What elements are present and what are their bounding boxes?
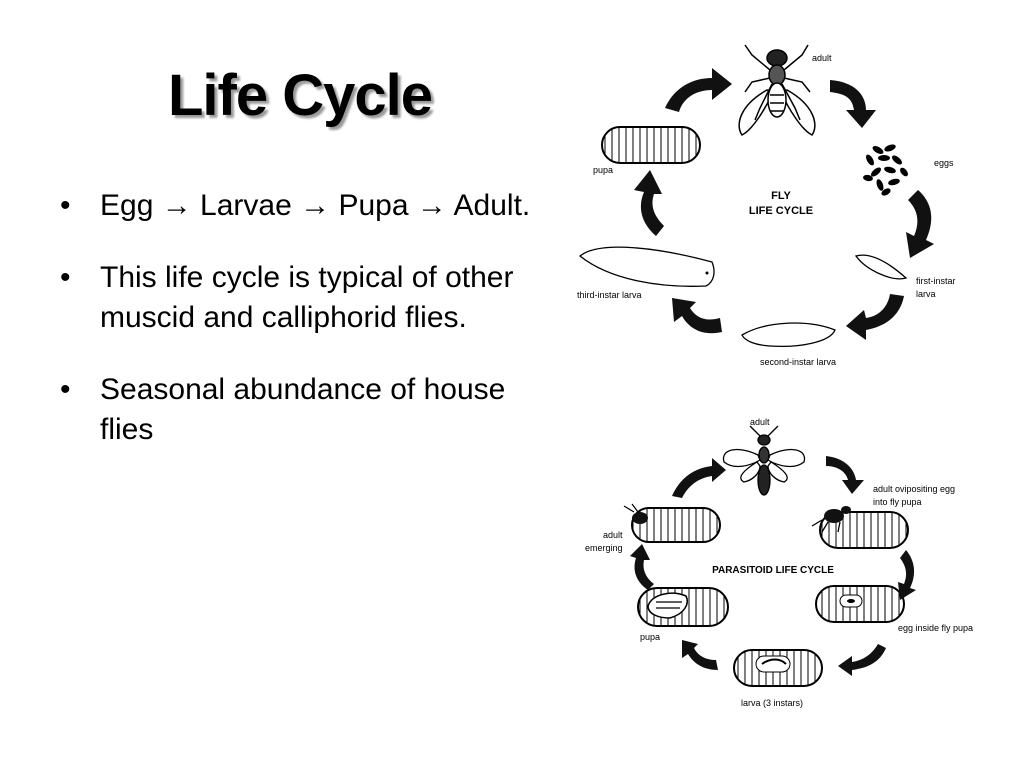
fly-cycle-title: FLY — [771, 190, 791, 202]
fly-label-eggs: eggs — [934, 158, 954, 168]
fly-label-second-instar: second-instar larva — [760, 357, 836, 367]
bullet-text: This life cycle is typical of other musc… — [100, 261, 514, 334]
arrow-icon — [682, 640, 718, 670]
slide-title: Life Cycle — [168, 63, 433, 128]
fly-label-first-instar: first-instar — [916, 276, 956, 286]
arrow-icon — [826, 456, 864, 494]
arrow-icon — [846, 294, 904, 340]
parasitoid-pupa-illustration — [637, 587, 729, 627]
adult-emerging-illustration — [623, 503, 721, 543]
parasitoid-label-pupa: pupa — [640, 632, 660, 642]
fly-pupa-illustration — [601, 126, 701, 164]
fly-life-cycle-diagram: FLY LIFE CYCLE adult — [577, 44, 956, 367]
parasitoid-cycle-title: PARASITOID LIFE CYCLE — [712, 565, 834, 576]
parasitoid-label-emerging: adult — [603, 530, 623, 540]
fly-label-pupa: pupa — [593, 165, 613, 175]
parasitoid-label-larva: larva (3 instars) — [741, 698, 803, 708]
parasitoid-cycle-arrows — [630, 456, 916, 676]
first-instar-larva-illustration — [854, 254, 908, 280]
arrow-icon — [672, 458, 726, 498]
arrow-icon — [672, 298, 722, 334]
ovipositing-pupa-illustration — [811, 506, 909, 549]
fly-label-adult: adult — [812, 53, 832, 63]
bullet-item: This life cycle is typical of other musc… — [58, 258, 533, 338]
bullet-item: Egg → Larvae → Pupa → Adult. — [58, 186, 533, 226]
parasitoid-label-ovipositing: adult ovipositing egg — [873, 484, 955, 494]
arrow-icon — [838, 644, 886, 676]
fly-eggs-illustration — [863, 144, 908, 196]
arrow-icon — [906, 190, 934, 258]
second-instar-larva-illustration — [741, 322, 836, 348]
arrow-icon — [898, 550, 916, 600]
fly-cycle-arrows — [634, 68, 934, 340]
parasitoid-label-ovipositing: into fly pupa — [873, 497, 922, 507]
fly-label-third-instar: third-instar larva — [577, 290, 642, 300]
egg-inside-pupa-illustration — [815, 585, 905, 623]
bullet-text: Seasonal abundance of house flies — [100, 373, 506, 446]
arrow-icon — [830, 80, 876, 128]
arrow-icon — [630, 544, 654, 590]
arrow-icon — [665, 68, 732, 112]
parasitoid-label-adult: adult — [750, 417, 770, 427]
bullet-list: Egg → Larvae → Pupa → Adult. This life c… — [58, 186, 533, 482]
parasitoid-life-cycle-diagram: PARASITOID LIFE CYCLE adult adult ovipos… — [585, 417, 973, 708]
larva-in-pupa-illustration — [733, 649, 823, 687]
bullet-text: Egg → Larvae → Pupa → Adult. — [100, 189, 531, 222]
adult-wasp-illustration — [722, 425, 806, 496]
parasitoid-label-egg-inside: egg inside fly pupa — [898, 623, 973, 633]
parasitoid-label-emerging: emerging — [585, 543, 623, 553]
arrow-icon — [634, 170, 664, 236]
fly-cycle-title: LIFE CYCLE — [749, 205, 813, 217]
adult-fly-illustration — [738, 44, 816, 136]
third-instar-larva-illustration — [578, 246, 715, 287]
bullet-item: Seasonal abundance of house flies — [58, 370, 533, 450]
fly-label-first-instar: larva — [916, 289, 936, 299]
